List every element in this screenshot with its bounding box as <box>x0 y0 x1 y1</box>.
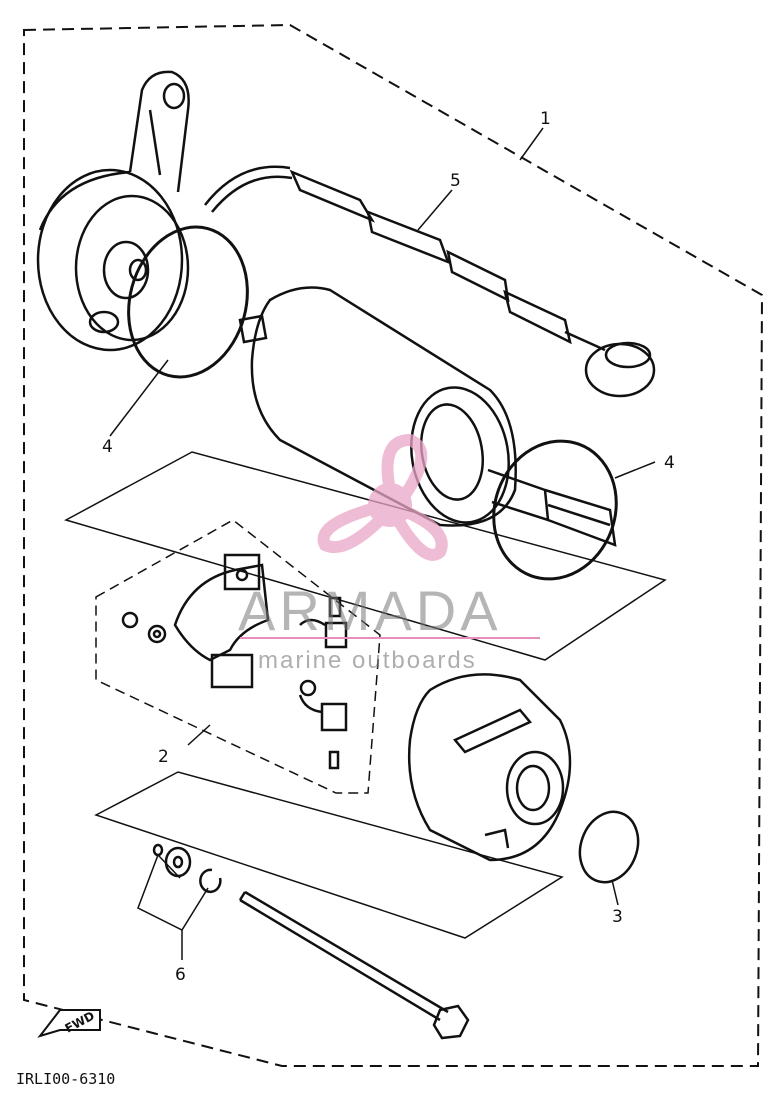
propeller-logo-icon <box>317 433 448 561</box>
callout-5: 5 <box>450 171 461 191</box>
o-ring-left <box>127 225 249 379</box>
motor-yoke <box>238 286 617 547</box>
callout-2: 2 <box>158 747 169 767</box>
callout-4-right: 4 <box>664 453 675 473</box>
through-bolt <box>238 890 470 1040</box>
diagram-code: IRLI00-6310 <box>16 1070 115 1088</box>
brush-holder <box>121 553 348 770</box>
lead-wire <box>204 165 656 398</box>
brush-holder-group-outline <box>95 519 381 794</box>
fastener-group-outline <box>94 771 564 939</box>
gasket <box>578 810 640 884</box>
watermark <box>240 433 540 639</box>
armature-group-outline <box>64 451 667 661</box>
callout-1: 1 <box>540 109 551 129</box>
fasteners <box>152 843 222 894</box>
callout-6: 6 <box>175 965 186 985</box>
callout-3: 3 <box>612 907 623 927</box>
watermark-title: ARMADA <box>238 579 502 642</box>
fwd-arrow-icon <box>37 1009 101 1038</box>
front-cover <box>36 70 190 352</box>
rear-cover <box>407 673 572 862</box>
assembly-boundary <box>23 23 764 1067</box>
callout-4-left: 4 <box>102 437 113 457</box>
watermark-subtitle: marine outboards <box>258 647 477 674</box>
o-ring-right <box>492 439 618 581</box>
leader-lines <box>109 127 656 960</box>
